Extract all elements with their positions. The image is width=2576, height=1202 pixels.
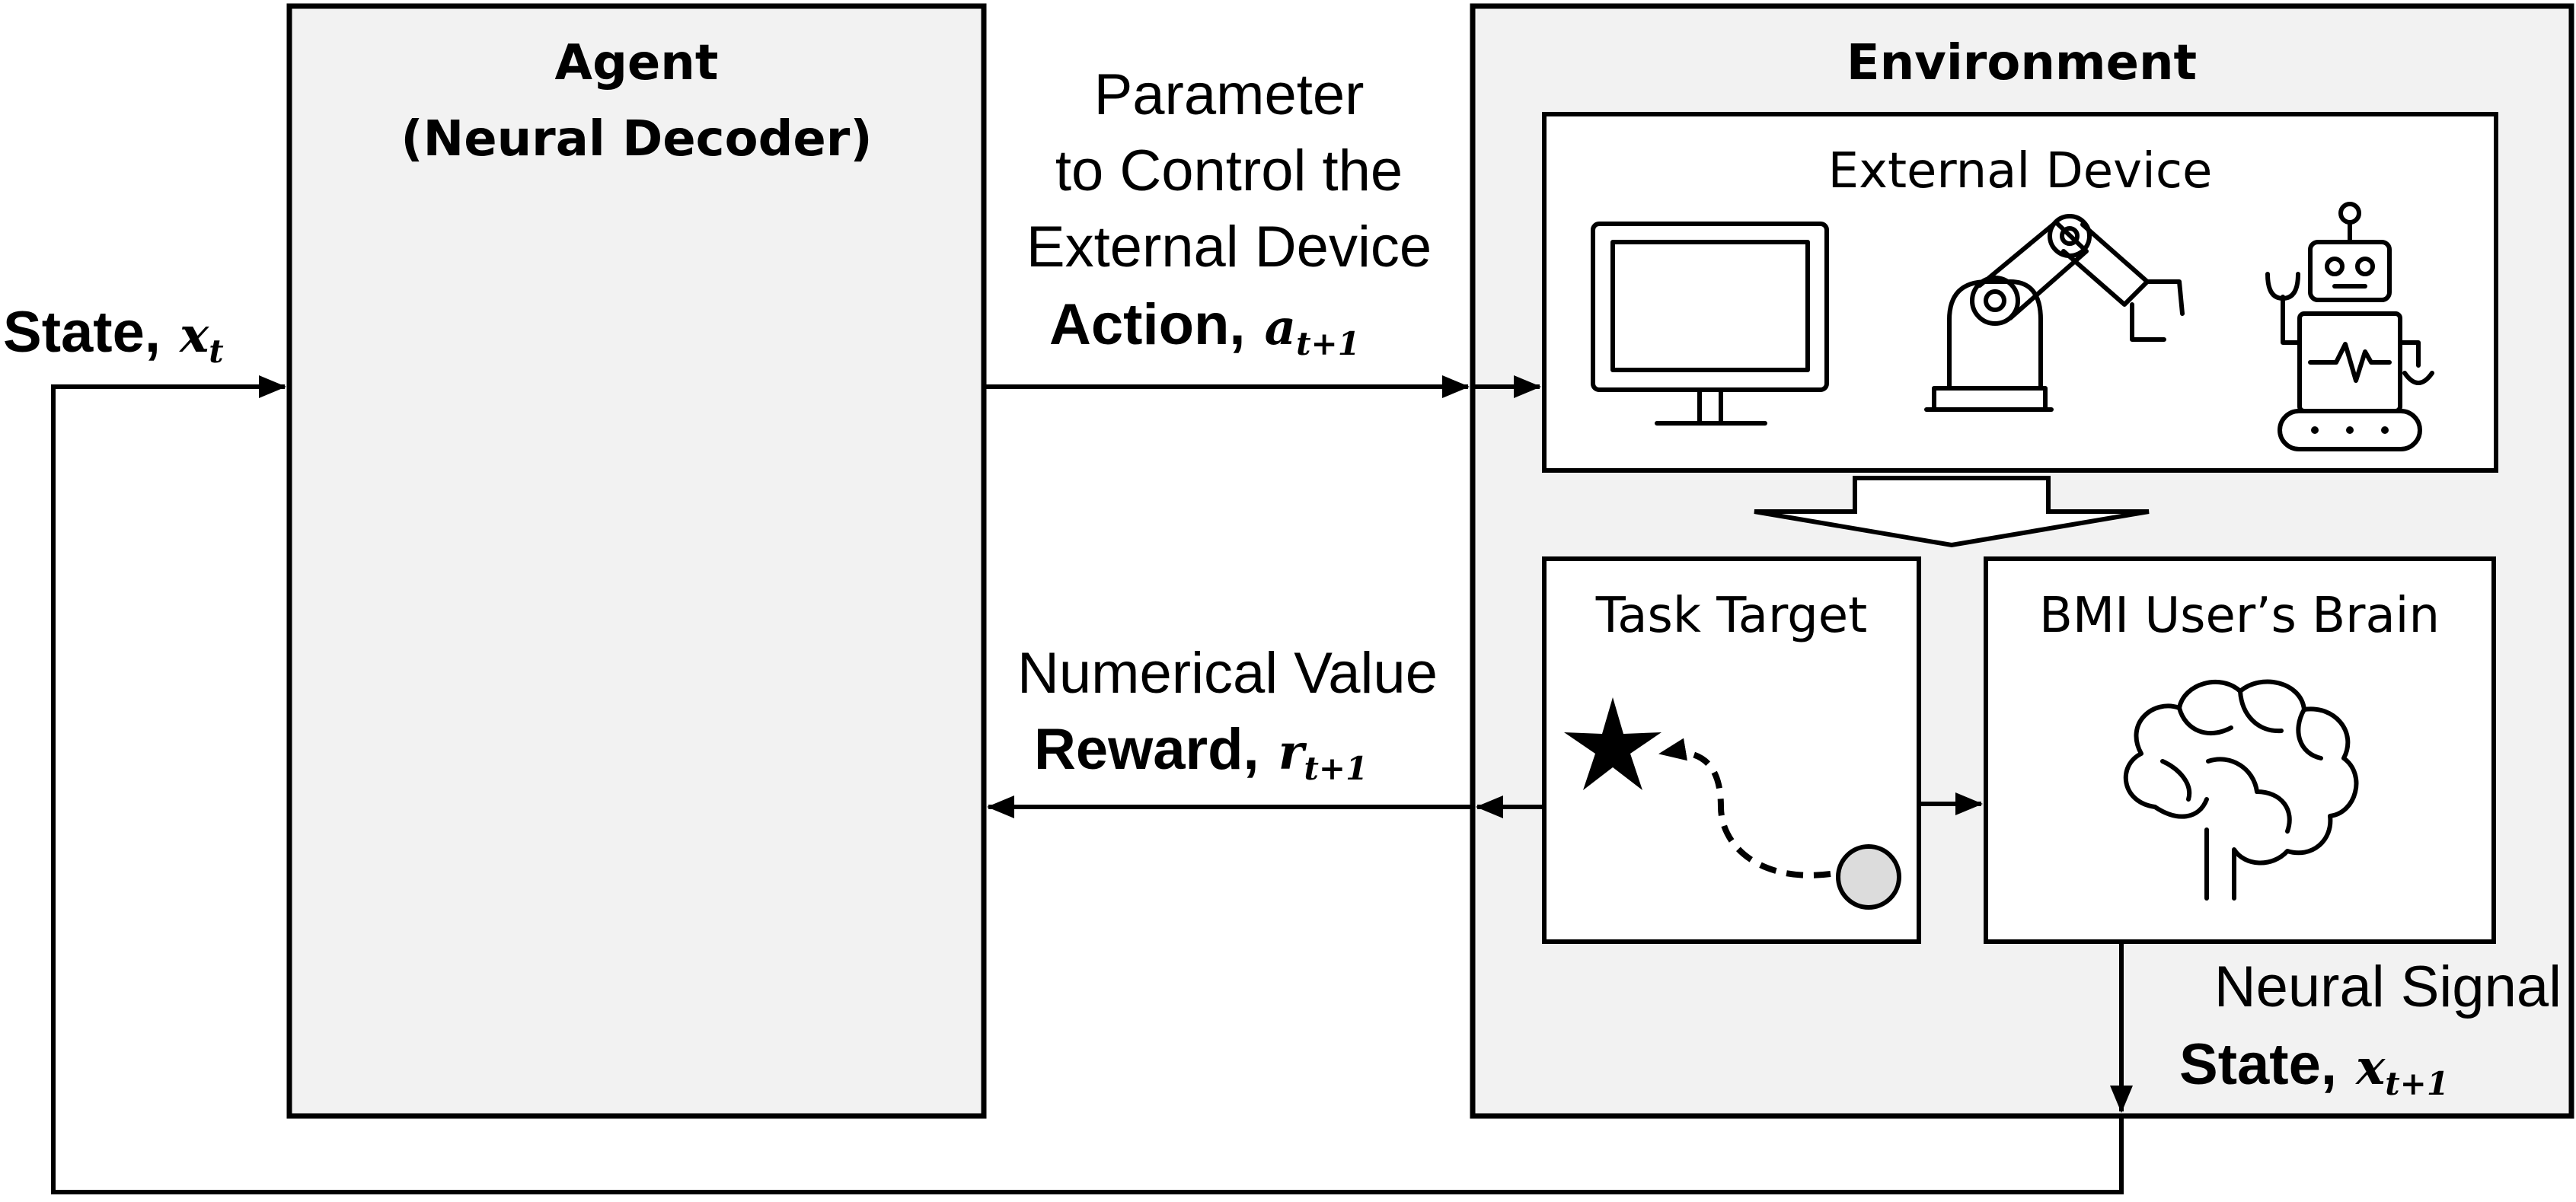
action-subscript: t+1 — [1296, 325, 1360, 362]
state-in-text: State, — [3, 300, 177, 365]
state-in-label: State, xt — [3, 300, 224, 370]
reward-subscript: t+1 — [1304, 750, 1368, 787]
state-out-label-block: Neural Signal State, xt+1 — [2179, 955, 2562, 1102]
state-in-subscript: t — [209, 333, 223, 370]
trajectory-path — [1658, 738, 1831, 878]
action-label-block: Parameter to Control the External Device… — [1026, 62, 1432, 362]
task-target-box: Task Target — [1542, 556, 1921, 944]
robot-arm-icon — [1924, 214, 2185, 412]
state-out-desc: Neural Signal — [2214, 955, 2562, 1019]
svg-text:Reward, rt+1: Reward, rt+1 — [1034, 717, 1368, 787]
reward-text: Reward, — [1034, 717, 1275, 782]
svg-text:State, xt+1: State, xt+1 — [2179, 1032, 2449, 1102]
agent-subtitle: (Neural Decoder) — [401, 111, 872, 167]
action-text: Action, — [1049, 292, 1262, 357]
state-out-text: State, — [2179, 1032, 2353, 1097]
environment-title: Environment — [1847, 35, 2197, 91]
monitor-icon — [1591, 222, 1829, 426]
action-desc-line3: External Device — [1026, 215, 1432, 279]
external-device-box: External Device — [1542, 112, 2498, 473]
task-target-label: Task Target — [1595, 588, 1867, 644]
action-desc-line2: to Control the — [1055, 139, 1403, 203]
state-in-symbol: x — [178, 307, 209, 364]
robot-icon — [2265, 202, 2434, 451]
reward-desc: Numerical Value — [1017, 641, 1438, 706]
brain-box: BMI User’s Brain — [1984, 556, 2496, 944]
reward-symbol: r — [1278, 724, 1307, 781]
state-out-symbol: x — [2354, 1039, 2386, 1096]
cursor-circle-icon — [1836, 844, 1901, 910]
agent-title: Agent — [555, 35, 719, 91]
svg-text:State, xt: State, xt — [3, 300, 224, 370]
reward-label-block: Numerical Value Reward, rt+1 — [1017, 641, 1438, 787]
brain-icon — [2123, 679, 2359, 901]
brain-label: BMI User’s Brain — [2039, 588, 2440, 644]
state-out-subscript: t+1 — [2385, 1065, 2449, 1102]
hollow-down-arrow — [1754, 476, 2150, 548]
agent-box: Agent (Neural Decoder) — [286, 3, 987, 1119]
star-icon — [1564, 697, 1661, 790]
action-symbol: a — [1265, 299, 1296, 356]
action-desc-line1: Parameter — [1094, 62, 1365, 127]
svg-text:Action, at+1: Action, at+1 — [1049, 292, 1360, 362]
external-device-label: External Device — [1828, 143, 2213, 199]
state-feedback-loop — [51, 375, 2124, 1194]
